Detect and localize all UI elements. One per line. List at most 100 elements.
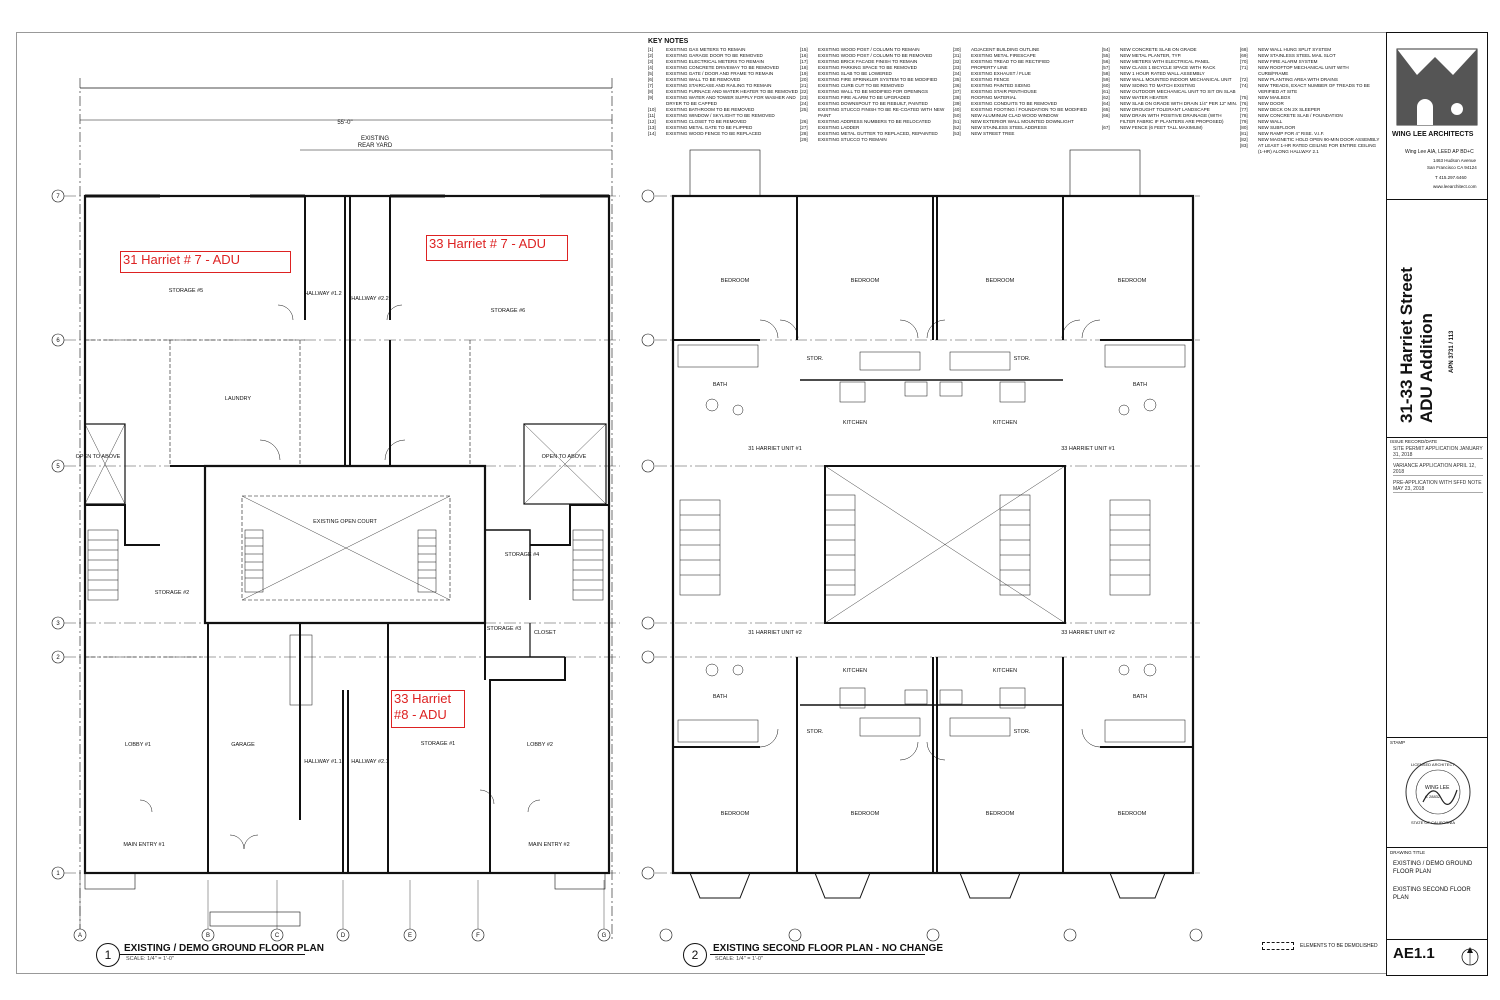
key-note: [23]EXISTING FIRE ALARM TO BE UPGRADED <box>800 95 950 101</box>
key-note-number: [62] <box>1102 95 1110 100</box>
key-note-number: [65] <box>1102 107 1110 112</box>
key-note-number: [32] <box>953 59 961 64</box>
key-note: [21]EXISTING CURB CUT TO BE REMOVED <box>800 83 950 89</box>
key-note-text: NEW STAINLESS STEEL MAIL SLOT <box>1258 53 1336 58</box>
project-line1: 31-33 Harriet Street <box>1397 267 1416 423</box>
demolish-legend-swatch <box>1262 942 1294 950</box>
key-note: [74]NEW TREADS, EXACT NUMBER OF TREADS T… <box>1240 83 1380 95</box>
grid-row-label: 6 <box>56 338 60 344</box>
key-note-number: [38] <box>953 95 961 100</box>
key-note: [29]EXISTING STUCCO TO REMAIN <box>800 137 950 143</box>
key-note-text: NEW MAGNETIC HOLD OPEN 90-MIN DOOR ASSEM… <box>1258 137 1380 142</box>
key-note: [22]EXISTING WALL TO BE MODIFIED FOR OPE… <box>800 89 950 95</box>
key-note-number: [74] <box>1240 83 1248 88</box>
key-note-text: PROPERTY LINE <box>971 65 1008 70</box>
room-label: BEDROOM <box>721 811 750 817</box>
room-label: HALLWAY #1.1 <box>304 759 341 765</box>
key-note: [3]EXISTING ELECTRICAL METERS TO REMAIN <box>648 59 798 65</box>
room-label: STORAGE #5 <box>169 288 203 294</box>
key-note-text: NEW OUTDOOR MECHANICAL UNIT TO SIT ON SL… <box>1120 89 1236 94</box>
key-note: [37]EXISTING STAIR PENTHOUSE <box>953 89 1101 95</box>
key-notes-column: [15] EXISTING WOOD POST / COLUMN TO REMAI… <box>800 47 950 143</box>
key-note: [70]NEW FIRE ALARM SYSTEM <box>1240 59 1380 65</box>
key-note-number: [27] <box>800 125 808 130</box>
key-note-number: [15] <box>800 47 808 52</box>
key-note-text: NEW DECK ON 2X SLEEPER <box>1258 107 1321 112</box>
key-note: [39]EXISTING CONDUITS TO BE REMOVED <box>953 101 1101 107</box>
key-note-number: [51] <box>953 119 961 124</box>
stamp-header: STAMP <box>1390 740 1406 745</box>
key-note-number: [76] <box>1240 101 1248 106</box>
key-note-text: NEW RAMP FOR 4" RISE. V.I.F. <box>1258 131 1325 136</box>
key-note-text: NEW DRAIN WITH POSITIVE DRAINAGE (WITH F… <box>1120 113 1224 124</box>
room-label: STOR. <box>807 356 824 362</box>
key-note-text: NEW CONCRETE SLAB / FOUNDATION <box>1258 113 1343 118</box>
key-note-text: EXISTING FOOTING / FOUNDATION TO BE MODI… <box>971 107 1088 112</box>
room-label: BATH <box>713 382 727 388</box>
key-note-text: EXISTING FIRE SPRINKLER SYSTEM TO BE MOD… <box>818 77 938 82</box>
key-note-text: NEW METERS WITH ELECTRICAL PANEL <box>1120 59 1210 64</box>
key-notes-column: [1]EXISTING GAS METERS TO REMAIN[2]EXIST… <box>648 47 798 137</box>
room-label: BEDROOM <box>851 811 880 817</box>
key-note-text: EXISTING STUCCO TO REMAIN <box>818 137 887 142</box>
key-note-number: [4] <box>648 65 654 70</box>
key-note-number: [71] <box>1240 65 1248 70</box>
room-label: BEDROOM <box>986 811 1015 817</box>
key-note-text: NEW ALUMINUM CLAD WOOD WINDOW <box>971 113 1059 118</box>
room-label: 33 HARRIET UNIT #1 <box>1061 446 1115 452</box>
key-note-text: EXISTING WALL TO BE REMOVED <box>666 77 741 82</box>
key-note: [67]NEW FENCE (6 FEET TALL MAXIMUM) <box>1102 125 1238 131</box>
key-note: [26]EXISTING ADDRESS NUMBERS TO BE RELOC… <box>800 119 950 125</box>
key-note: [81]NEW RAMP FOR 4" RISE. V.I.F. <box>1240 131 1380 137</box>
key-note-text: NEW STAINLESS STEEL ADDRESS <box>971 125 1047 130</box>
key-note: [4]EXISTING CONCRETE DRIVEWAY TO BE REMO… <box>648 65 798 71</box>
plan2-number: 2 <box>683 943 707 967</box>
key-notes-title: KEY NOTES <box>648 38 689 45</box>
key-note-text: EXISTING WOOD POST / COLUMN TO REMAIN <box>818 47 920 52</box>
key-note-number: [80] <box>1240 125 1248 130</box>
key-note-number: [78] <box>1240 113 1248 118</box>
key-note: [33] PROPERTY LINE <box>953 65 1101 71</box>
key-note-number: [79] <box>1240 119 1248 124</box>
key-note: [25]EXISTING STUCCO FINISH TO BE RE-COAT… <box>800 107 950 119</box>
room-label: LOBBY #1 <box>125 742 151 748</box>
key-note: [32]EXISTING TREAD TO BE RECTIFIED <box>953 59 1101 65</box>
key-note: [35]EXISTING FENCE <box>953 77 1101 83</box>
key-note-number: [66] <box>1102 113 1110 118</box>
key-note-text: EXISTING CURB CUT TO BE REMOVED <box>818 83 904 88</box>
key-note-text: EXISTING SLAB TO BE LOWERED <box>818 71 892 76</box>
room-label: KITCHEN <box>993 420 1017 426</box>
room-label: MAIN ENTRY #1 <box>123 842 164 848</box>
room-label: STOR. <box>1014 356 1031 362</box>
title-block: WING LEE ARCHITECTS Wing Lee AIA, LEED A… <box>1386 32 1488 976</box>
grid-row-label: 3 <box>56 621 60 627</box>
key-note: [36]EXISTING PAINTED SIDING <box>953 83 1101 89</box>
key-note-text: NEW STREET TREE <box>971 131 1015 136</box>
key-notes-column: [68]NEW WALL HUNG SPLIT SYSTEM[69]NEW ST… <box>1240 47 1380 155</box>
key-note-number: [19] <box>800 71 808 76</box>
key-note-text: NEW 1 HOUR RATED WALL ASSEMBLY <box>1120 71 1205 76</box>
key-note-number: [57] <box>1102 65 1110 70</box>
key-note: [83]AT LEAST 1-HR RATED CEILING FOR ENTI… <box>1240 143 1380 155</box>
key-note-number: [24] <box>800 101 808 106</box>
key-note-text: EXISTING GAS METERS TO REMAIN <box>666 47 746 52</box>
key-note: [66] NEW DRAIN WITH POSITIVE DRAINAGE (WI… <box>1102 113 1238 125</box>
key-note-number: [61] <box>1102 89 1110 94</box>
key-note-text: NEW ROOFTOP MECHANICAL UNIT WITH CURB/FR… <box>1258 65 1349 76</box>
key-note: [1]EXISTING GAS METERS TO REMAIN <box>648 47 798 53</box>
room-label: LAUNDRY <box>225 396 252 402</box>
key-note-text: EXISTING LADDER <box>818 125 860 130</box>
key-note-number: [77] <box>1240 107 1248 112</box>
grid-row-label: 7 <box>56 194 60 200</box>
overall-dimension: 55'-0" <box>337 120 352 126</box>
demolish-legend-label: ELEMENTS TO BE DEMOLISHED <box>1300 943 1378 949</box>
key-note: [28]EXISTING METAL GUTTER TO REPLACED, R… <box>800 131 950 137</box>
key-note-number: [56] <box>1102 59 1110 64</box>
key-note-number: [13] <box>648 125 656 130</box>
key-note-number: [75] <box>1240 95 1248 100</box>
key-note-text: NEW WALL MOUNTED INDOOR MECHANICAL UNIT <box>1120 77 1232 82</box>
key-note-number: [59] <box>1102 77 1110 82</box>
key-note-number: [33] <box>953 65 961 70</box>
firm-person: Wing Lee AIA, LEED AP BD+C <box>1405 149 1474 155</box>
key-note-number: [20] <box>800 77 808 82</box>
